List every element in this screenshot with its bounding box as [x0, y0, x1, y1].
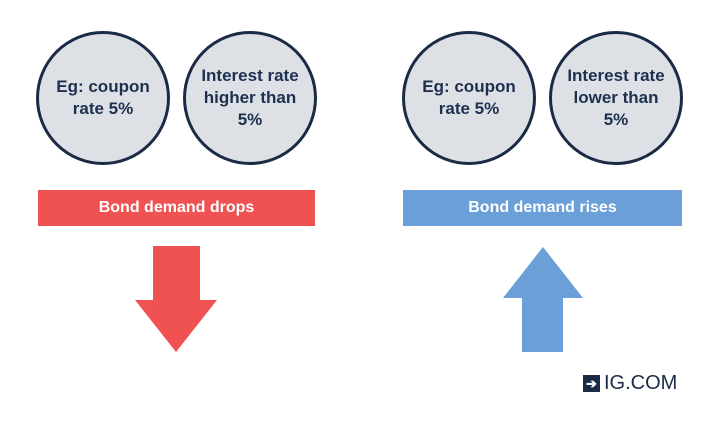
- arrow-right-box-icon: ➔: [583, 375, 600, 392]
- up-arrow-icon: [503, 247, 583, 352]
- circle-text: Interest rate higher than 5%: [201, 66, 299, 129]
- ig-logo: ➔ IG.COM: [583, 372, 677, 395]
- circle-text: Interest rate lower than 5%: [567, 66, 665, 129]
- circle-text: Eg: coupon rate 5%: [56, 77, 150, 118]
- circle-text: Eg: coupon rate 5%: [422, 77, 516, 118]
- bond-demand-drops-bar: Bond demand drops: [38, 190, 315, 226]
- coupon-rate-circle-left: Eg: coupon rate 5%: [36, 31, 170, 165]
- interest-rate-higher-circle: Interest rate higher than 5%: [183, 31, 317, 165]
- down-arrow-icon: [135, 246, 217, 352]
- bond-demand-rises-bar: Bond demand rises: [403, 190, 682, 226]
- interest-rate-lower-circle: Interest rate lower than 5%: [549, 31, 683, 165]
- logo-text: IG.COM: [604, 372, 678, 394]
- coupon-rate-circle-right: Eg: coupon rate 5%: [402, 31, 536, 165]
